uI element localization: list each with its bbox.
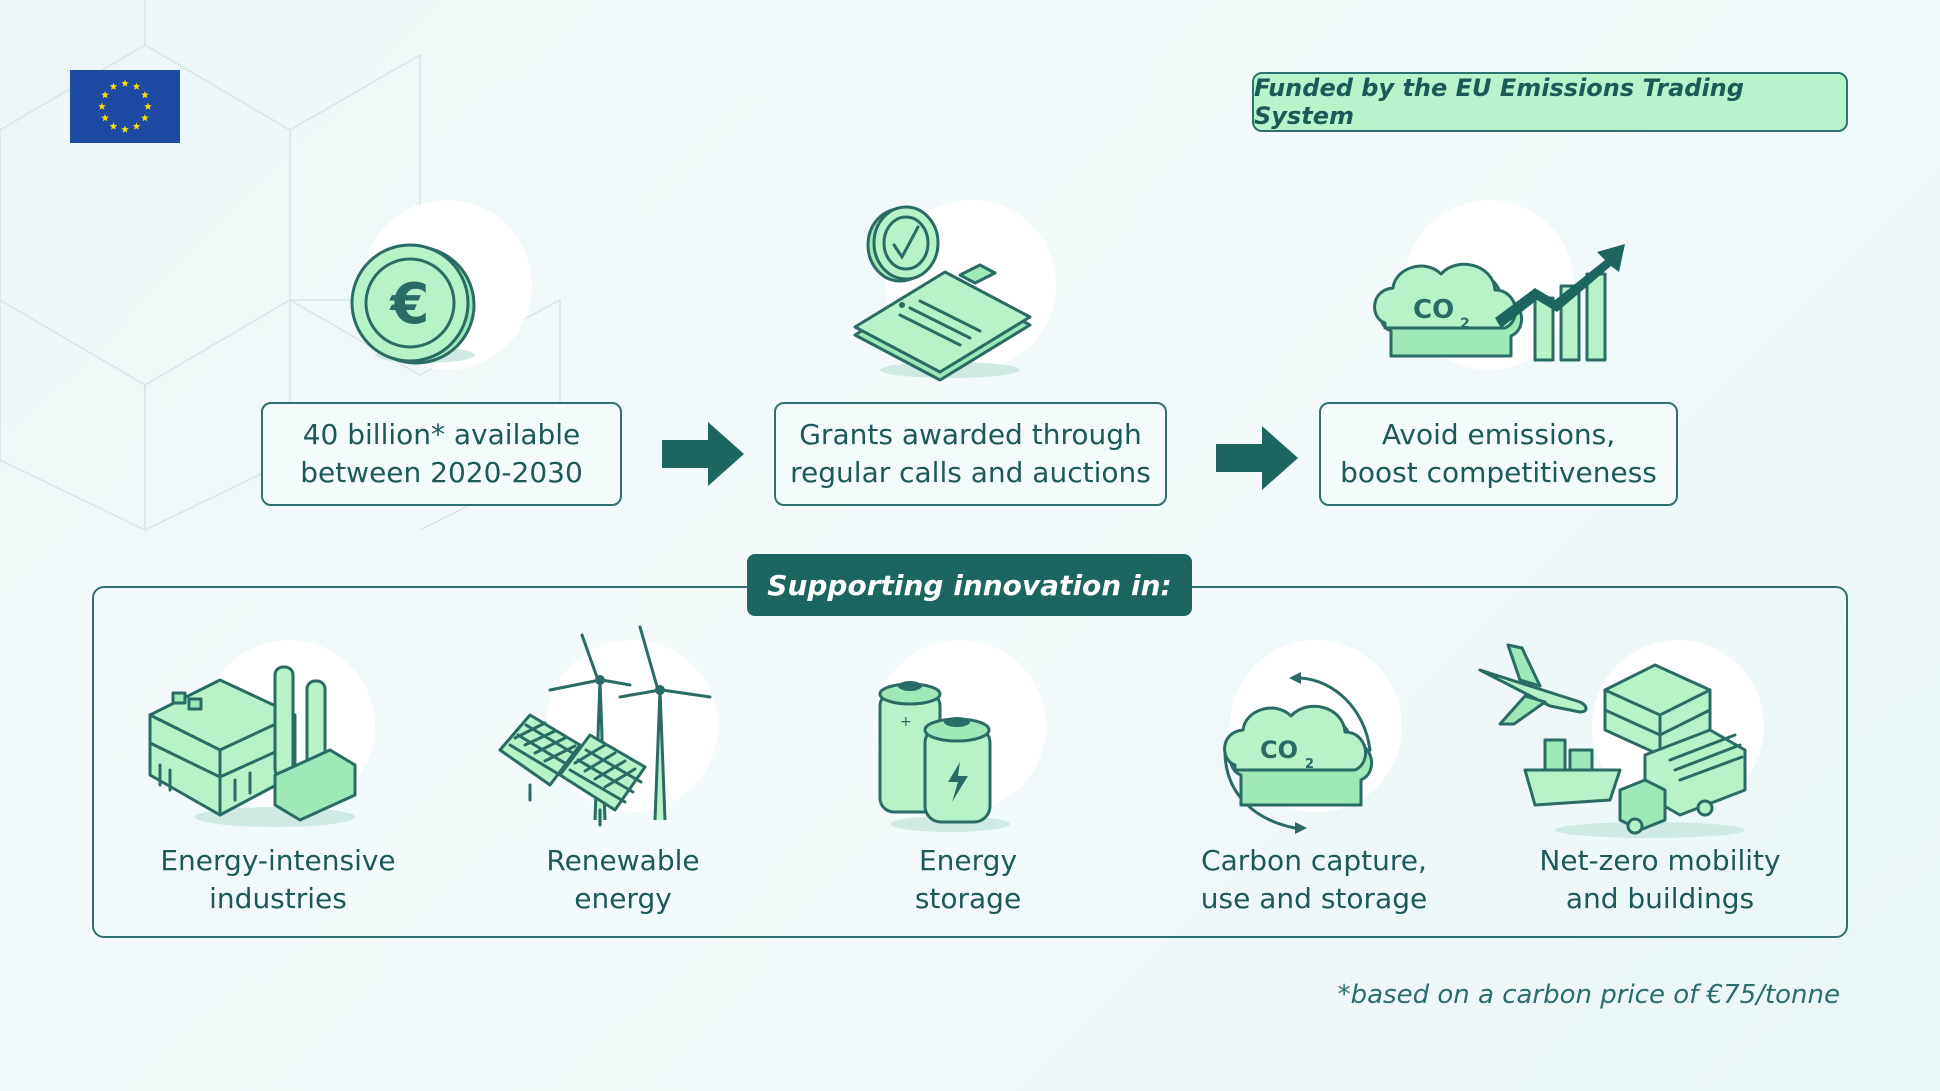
category-label-mobility: Net-zero mobility and buildings [1539,844,1781,915]
eu-star-icon [121,125,129,133]
co2-subscript: 2 [1460,316,1470,332]
transport-buildings-icon [1478,643,1747,838]
flow-arrow-right-icon [1216,426,1298,490]
eu-star-icon [141,91,149,99]
category-label-renewable: Renewable energy [546,844,700,915]
flow-step-1: 40 billion* available between 2020-2030 [261,402,622,506]
co2-growth-chart-icon: CO 2 [1373,244,1625,362]
flow-step-3-line1: Avoid emissions, [1381,418,1616,451]
battery-icon: + [878,681,1010,832]
eu-star-icon [109,82,118,90]
flow-step-3-line2: boost competitiveness [1340,456,1657,489]
eu-star-icon [132,82,141,90]
eu-star-icon [101,114,109,122]
eu-star-icon [98,102,106,110]
eu-star-icon [144,102,152,110]
category-label-storage: Energy storage [914,844,1022,915]
flow-step-2-line1: Grants awarded through [799,418,1142,451]
innovation-panel-title: Supporting innovation in: [747,554,1192,616]
category-label-ccus: Carbon capture, use and storage [1200,844,1428,915]
co2-label: CO [1413,295,1454,325]
co2-subscript: 2 [1305,757,1314,772]
co2-cycle-icon: CO 2 [1223,672,1373,834]
svg-text:+: + [900,714,912,730]
co2-label: CO [1260,736,1298,764]
eu-star-icon [121,79,129,87]
eu-star-icon [141,114,149,122]
eu-flag-logo [70,70,180,143]
category-label-industries: Energy-intensive industries [160,844,396,915]
hexagon-pattern-background [0,0,561,532]
euro-coin-icon: € [350,243,476,365]
flow-step-3: Avoid emissions, boost competitiveness [1319,402,1678,506]
eu-star-icon [132,122,141,130]
footnote: *based on a carbon price of €75/tonne [1337,980,1840,1010]
factory-icon [148,665,357,827]
flow-step-1-line1: 40 billion* available [302,418,581,451]
approved-clipboard-icon [853,205,1032,382]
flow-step-2-line2: regular calls and auctions [790,456,1151,489]
eu-star-icon [101,91,109,99]
funded-by-badge: Funded by the EU Emissions Trading Syste… [1252,72,1848,132]
flow-arrow-right-icon [662,422,744,486]
flow-step-2: Grants awarded through regular calls and… [774,402,1167,506]
wind-solar-icon [498,625,712,827]
euro-symbol: € [389,272,430,337]
flow-step-1-line2: between 2020-2030 [300,456,583,489]
eu-star-icon [109,122,118,130]
